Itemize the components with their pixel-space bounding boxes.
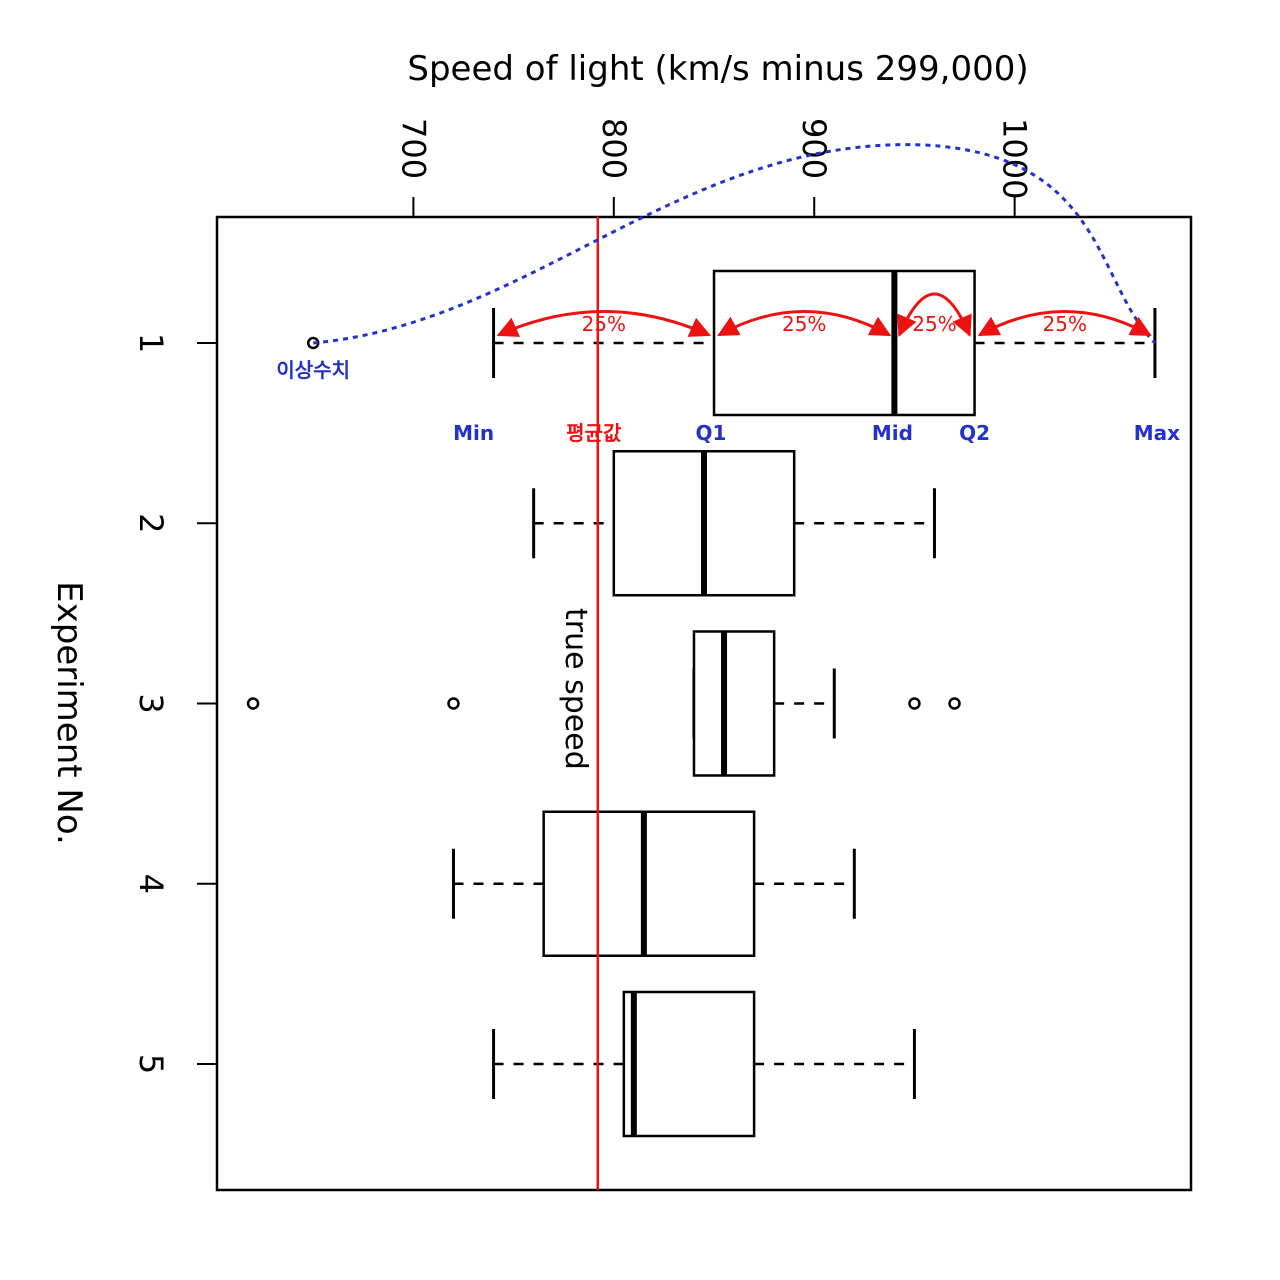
y-tick-label: 3 bbox=[132, 693, 170, 713]
quartile-arc bbox=[717, 310, 892, 337]
quartile-percent-label: 25% bbox=[1043, 312, 1087, 336]
box-1 bbox=[306, 269, 1157, 417]
x-tick-label: 1000 bbox=[996, 118, 1034, 199]
q2-label: Q2 bbox=[959, 421, 990, 445]
max-label: Max bbox=[1134, 421, 1180, 445]
y-tick-label: 1 bbox=[132, 333, 170, 353]
box-2 bbox=[532, 450, 936, 597]
quartile-arc bbox=[496, 310, 711, 337]
mean-label: 평균값 bbox=[566, 421, 622, 445]
box-group bbox=[246, 269, 1157, 1138]
y-tick-label: 2 bbox=[132, 513, 170, 533]
box-3 bbox=[246, 630, 961, 777]
outlier-point bbox=[948, 697, 961, 710]
outlier-point bbox=[246, 697, 260, 710]
box-4 bbox=[451, 810, 856, 957]
box-5 bbox=[492, 990, 916, 1138]
outlier-point bbox=[447, 697, 460, 710]
box-body bbox=[692, 630, 776, 777]
annotation-group: 25% 25% 25% 25% 이상수치 Min 평균값 Q1 Mid Q2 Max bbox=[276, 143, 1180, 445]
outlier-label: 이상수치 bbox=[276, 358, 350, 382]
y-axis-title: Experiment No. bbox=[49, 581, 89, 845]
y-tick-label: 5 bbox=[132, 1054, 170, 1074]
quartile-percent-label: 25% bbox=[912, 312, 956, 336]
x-axis: 700 800 900 1000 bbox=[394, 118, 1034, 217]
quartile-arc bbox=[897, 292, 972, 337]
x-axis-title: Speed of light (km/s minus 299,000) bbox=[407, 49, 1028, 89]
box-body bbox=[622, 990, 756, 1138]
x-tick-label: 700 bbox=[394, 118, 432, 179]
quartile-percent-label: 25% bbox=[782, 312, 826, 336]
outlier-to-max-curve bbox=[313, 143, 1156, 345]
y-axis: 1 2 3 4 5 bbox=[132, 333, 217, 1074]
outlier-point bbox=[908, 697, 921, 710]
y-tick-label: 4 bbox=[132, 874, 170, 894]
x-tick-label: 800 bbox=[595, 118, 633, 179]
box-body bbox=[542, 810, 756, 957]
x-tick-label: 900 bbox=[795, 118, 833, 179]
mid-label: Mid bbox=[872, 421, 913, 445]
q1-label: Q1 bbox=[696, 421, 727, 445]
quartile-arc bbox=[977, 310, 1152, 337]
true-speed-label: true speed bbox=[558, 608, 593, 770]
reference-line-group: true speed bbox=[558, 217, 600, 1190]
quartile-percent-label: 25% bbox=[582, 312, 626, 336]
min-label: Min bbox=[453, 421, 494, 445]
